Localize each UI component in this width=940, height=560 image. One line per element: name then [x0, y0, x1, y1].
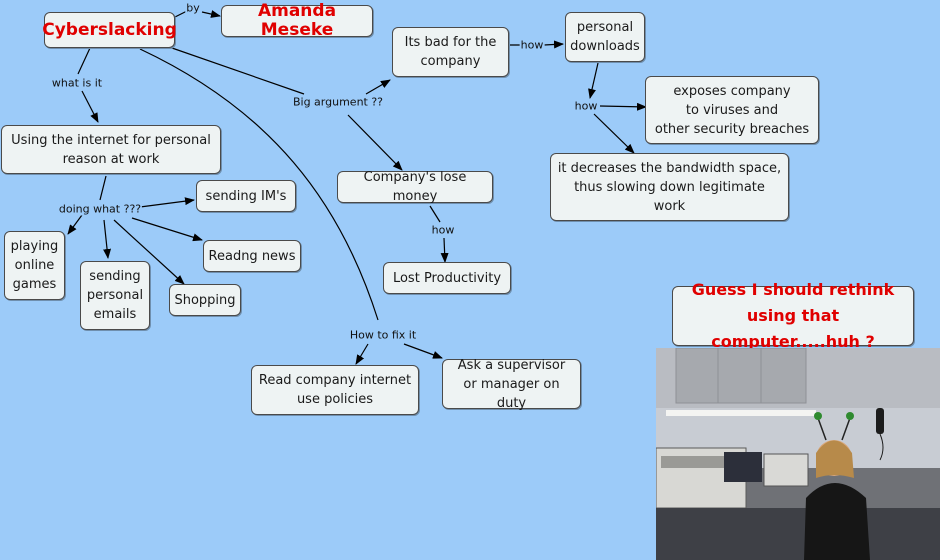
concept-viruses[interactable]: exposes company to viruses and other sec…	[645, 76, 819, 144]
concept-personal-downloads[interactable]: personal downloads	[565, 12, 645, 62]
concept-author[interactable]: Amanda Meseke	[221, 2, 373, 40]
concept-ask-supervisor[interactable]: Ask a supervisor or manager on duty	[442, 358, 581, 411]
link-label-how: how	[573, 99, 599, 113]
concept-title[interactable]: Cyberslacking	[42, 12, 177, 48]
link-label-big-argument: Big argument ??	[291, 95, 385, 109]
concept-lost-productivity[interactable]: Lost Productivity	[383, 262, 511, 294]
link-label-doing-what: doing what ???	[57, 202, 143, 216]
concept-read-policies[interactable]: Read company internet use policies	[251, 365, 419, 415]
concept-bandwidth[interactable]: it decreases the bandwidth space, thus s…	[550, 153, 789, 221]
link-label-how: how	[519, 38, 545, 52]
link-label-by: by	[185, 1, 201, 15]
concept-rethink[interactable]: Guess I should rethink using that comput…	[672, 280, 914, 351]
link-label-how: how	[430, 223, 456, 237]
concept-shopping[interactable]: Shopping	[169, 284, 241, 316]
concept-bad-for-company[interactable]: Its bad for the company	[392, 27, 509, 77]
concept-lose-money[interactable]: Company's lose money	[337, 170, 493, 204]
concept-playing-games[interactable]: playing online games	[4, 231, 65, 300]
link-label-what-is-it: what is it	[50, 76, 104, 90]
link-label-how-to-fix: How to fix it	[348, 328, 418, 342]
concept-reading-news[interactable]: Readng news	[203, 240, 301, 272]
concept-sending-ims[interactable]: sending IM's	[196, 180, 296, 212]
concept-sending-emails[interactable]: sending personal emails	[80, 261, 150, 330]
office-photo	[656, 348, 940, 560]
concept-definition[interactable]: Using the internet for personal reason a…	[1, 125, 221, 174]
